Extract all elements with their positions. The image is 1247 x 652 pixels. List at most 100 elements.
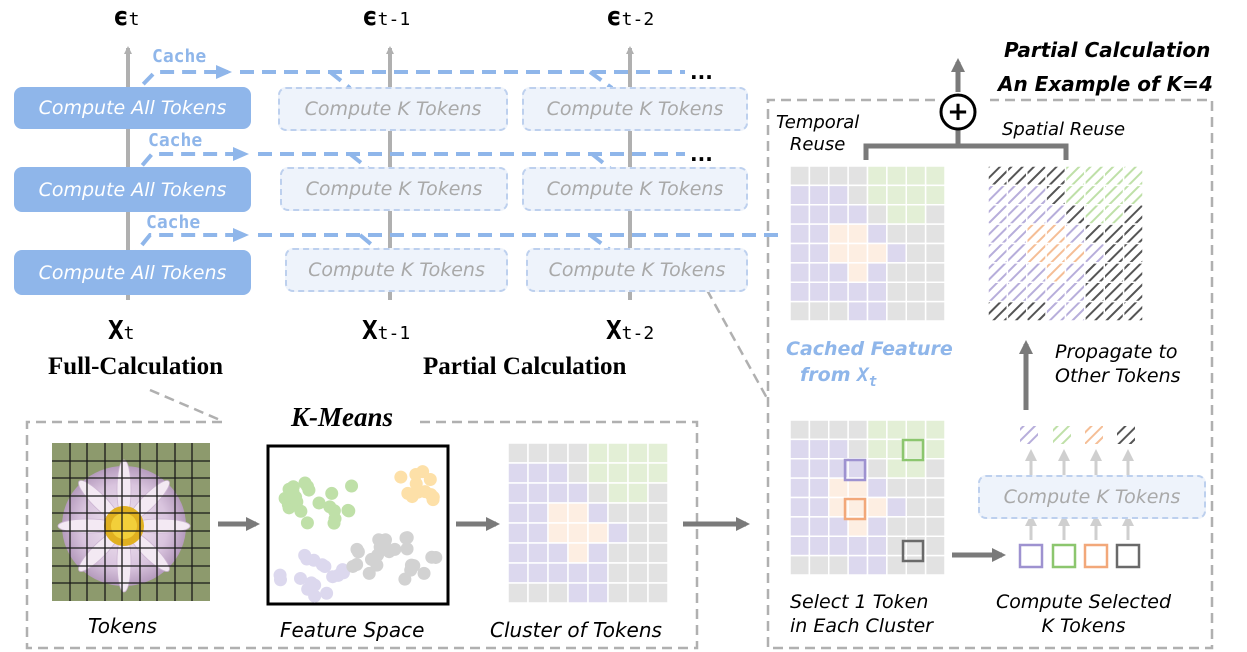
grid-cell — [886, 496, 907, 518]
compute-all-box-2: Compute All Tokens — [14, 167, 251, 212]
grid-cell — [647, 442, 669, 464]
compute-k-box-1-1: Compute K Tokens — [278, 87, 508, 131]
grid-cell — [1026, 223, 1047, 245]
grid-cell — [567, 482, 589, 504]
feature-point — [294, 504, 308, 518]
grid-cell — [886, 204, 907, 225]
ellipsis-2: ... — [690, 142, 713, 166]
grid-cell — [527, 562, 549, 584]
grid-cell — [789, 477, 811, 499]
grid-cell — [808, 477, 830, 499]
grid-cell — [1064, 165, 1086, 187]
grid-cell — [866, 165, 888, 187]
grid-cell — [607, 562, 629, 584]
grid-cell — [924, 204, 946, 225]
grid-cell — [789, 204, 811, 225]
full-calculation-label: Full-Calculation — [48, 353, 224, 380]
feature-point — [331, 568, 345, 582]
grid-cell — [866, 223, 888, 245]
grid-cell — [886, 477, 907, 499]
grid-cell — [886, 262, 907, 283]
selected-token-marker — [843, 497, 867, 521]
grid-cell — [1122, 300, 1144, 322]
grid-cell — [607, 442, 629, 464]
grid-cell — [866, 496, 888, 518]
grid-cell — [828, 223, 849, 245]
selected-token-marker — [901, 438, 925, 462]
grid-cell — [866, 458, 888, 479]
grid-cell — [924, 242, 946, 264]
grid-cell — [1103, 262, 1125, 283]
grid-cell — [987, 223, 1009, 245]
grid-cell — [987, 165, 1009, 187]
feature-point — [273, 573, 287, 587]
grid-cell — [547, 582, 569, 604]
grid-cell — [1084, 223, 1105, 245]
right-title-1: Partial Calculation — [1004, 38, 1211, 62]
grid-cell — [847, 419, 869, 441]
grid-cell — [547, 442, 569, 464]
grid-cell — [567, 502, 589, 524]
grid-cell — [567, 462, 589, 484]
grid-cell — [587, 542, 609, 564]
grid-cell — [866, 242, 888, 264]
grid-cell — [647, 542, 669, 564]
grid-cell — [1122, 204, 1144, 225]
grid-cell — [1045, 281, 1067, 303]
grid-cell — [1122, 184, 1144, 206]
grid-cell — [607, 482, 629, 504]
grid-cell — [808, 165, 830, 187]
grid-cell — [886, 458, 907, 479]
grid-cell — [847, 438, 869, 460]
grid-cell — [847, 242, 869, 264]
grid-cell — [924, 516, 946, 537]
grid-cell — [789, 419, 811, 441]
feature-point — [351, 545, 365, 559]
grid-cell — [905, 419, 927, 441]
grid-cell — [1064, 204, 1086, 225]
grid-cell — [905, 496, 927, 518]
grid-cell — [1026, 262, 1047, 283]
feature-space-label: Feature Space — [280, 618, 425, 642]
grid-cell — [808, 535, 830, 557]
grid-cell — [547, 542, 569, 564]
epsilon-t-2: ϵt-2 — [606, 2, 655, 32]
feature-point — [318, 560, 332, 574]
cached-feature-label-2: from Xt — [800, 364, 878, 390]
grid-cell — [1026, 165, 1047, 187]
grid-cell — [547, 562, 569, 584]
grid-cell — [808, 516, 830, 537]
grid-cell — [1103, 165, 1125, 187]
grid-cell — [905, 204, 927, 225]
grid-cell — [828, 554, 849, 576]
grid-cell — [905, 262, 927, 283]
grid-cell — [866, 262, 888, 283]
grid-cell — [828, 281, 849, 303]
grid-cell — [847, 554, 869, 576]
grid-cell — [789, 262, 811, 283]
grid-cell — [924, 438, 946, 460]
grid-cell — [1006, 165, 1028, 187]
grid-cell — [808, 419, 830, 441]
grid-cell — [789, 535, 811, 557]
grid-cell — [808, 458, 830, 479]
grid-cell — [1026, 300, 1047, 322]
grid-cell — [866, 554, 888, 576]
select-token-grid — [789, 419, 946, 576]
feature-point — [416, 465, 430, 479]
grid-cell — [866, 535, 888, 557]
grid-cell — [1084, 281, 1105, 303]
grid-cell — [828, 535, 849, 557]
grid-cell — [1045, 165, 1067, 187]
grid-cell — [808, 496, 830, 518]
grid-cell — [587, 582, 609, 604]
grid-cell — [924, 535, 946, 557]
grid-cell — [789, 223, 811, 245]
plus-sign: + — [947, 97, 969, 127]
feature-point — [325, 486, 339, 500]
grid-cell — [905, 477, 927, 499]
x-t: Xt — [108, 316, 135, 346]
compute-k-box-3-2: Compute K Tokens — [526, 248, 748, 292]
grid-cell — [527, 582, 549, 604]
grid-cell — [924, 281, 946, 303]
